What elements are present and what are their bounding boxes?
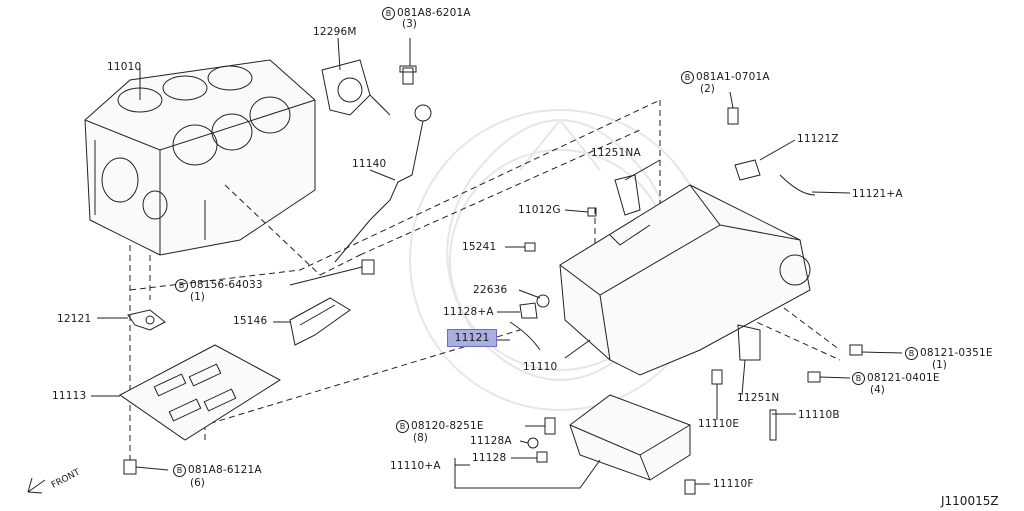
washer-22636-drawing — [536, 294, 550, 308]
label-11251n: 11251N — [737, 392, 780, 404]
qty-081a8-6201a: (3) — [402, 18, 417, 30]
bolt-marker-icon: B — [852, 372, 865, 385]
bolt-11110f-drawing — [684, 479, 696, 495]
bolt-bottom-left-drawing — [123, 459, 137, 475]
bolt-08121-0351e-drawing — [849, 344, 863, 356]
diagram-code: J110015Z — [941, 494, 999, 508]
highlighted-part-11121[interactable]: 11121 — [447, 329, 497, 347]
label-11121z: 11121Z — [797, 133, 839, 145]
bolt-08120-drawing — [544, 417, 556, 435]
bolt-marker-icon: B — [175, 279, 188, 292]
label-11110f: 11110F — [713, 478, 754, 490]
label-11128: 11128 — [472, 452, 507, 464]
label-12121: 12121 — [57, 313, 92, 325]
bolt-top-drawing — [399, 65, 417, 85]
label-081a8-6201a: 081A8-6201A — [397, 7, 471, 19]
label-11251na: 11251NA — [591, 147, 641, 159]
label-081a1-0701a: 081A1-0701A — [696, 71, 770, 83]
bolt-marker-icon: B — [396, 420, 409, 433]
label-11113: 11113 — [52, 390, 87, 402]
dipstick-drawing — [334, 104, 432, 263]
label-15241: 15241 — [462, 241, 497, 253]
part-15241-drawing — [524, 242, 536, 252]
oil-pan-upper-drawing — [559, 184, 811, 376]
plug-11128a-drawing — [519, 302, 538, 319]
bracket-12121-drawing — [127, 309, 166, 331]
washer-11128a-drawing — [527, 437, 539, 449]
qty-081a1-0701a: (2) — [700, 83, 715, 95]
sensor-11121z-drawing — [734, 159, 761, 181]
qty-08156-64033: (1) — [190, 291, 205, 303]
bolt-11110b-drawing — [769, 409, 777, 441]
bolt-marker-icon: B — [905, 347, 918, 360]
label-11110b: 11110B — [798, 409, 840, 421]
bolt-marker-icon: B — [382, 7, 395, 20]
bolt-11110e-drawing — [711, 369, 723, 385]
label-08121-0351e: 08121-0351E — [920, 347, 993, 359]
qty-081a8-6121a: (6) — [190, 477, 205, 489]
front-arrow-icon — [27, 477, 46, 494]
guide-lines — [129, 99, 841, 460]
label-11128a-top: 11128+A — [443, 306, 494, 318]
leader-lines — [91, 37, 903, 489]
bolt-08121-0401e-drawing — [807, 371, 821, 383]
label-08121-0401e: 08121-0401E — [867, 372, 940, 384]
plug-11128-drawing — [536, 451, 548, 463]
label-08120-8251e: 08120-8251E — [411, 420, 484, 432]
gasket-11251n-drawing — [737, 324, 761, 361]
under-cover-drawing — [119, 344, 281, 441]
rear-oil-seal-drawing — [321, 59, 391, 116]
label-22636: 22636 — [473, 284, 508, 296]
label-11110e: 11110E — [698, 418, 740, 430]
plug-11012g-drawing — [587, 207, 597, 217]
label-081a8-6121a: 081A8-6121A — [188, 464, 262, 476]
qty-08120-8251e: (8) — [413, 432, 428, 444]
label-11010: 11010 — [107, 61, 142, 73]
label-12296m: 12296M — [313, 26, 357, 38]
label-11110a: 11110+A — [390, 460, 441, 472]
qty-08121-0401e: (4) — [870, 384, 885, 396]
label-15146: 15146 — [233, 315, 268, 327]
bolt-081a1-drawing — [727, 107, 739, 125]
qty-08121-0351e: (1) — [932, 359, 947, 371]
cylinder-block-drawing — [84, 59, 316, 256]
label-11121a: 11121+A — [852, 188, 903, 200]
label-08156-64033: 08156-64033 — [190, 279, 263, 291]
wire-11121a-drawing — [779, 174, 816, 196]
label-11128a-bottom: 11128A — [470, 435, 512, 447]
oil-pan-lower-drawing — [569, 394, 691, 481]
bolt-marker-icon: B — [681, 71, 694, 84]
label-11012g: 11012G — [518, 204, 561, 216]
gasket-11251na-drawing — [614, 174, 641, 216]
label-11110: 11110 — [523, 361, 558, 373]
baffle-15146-drawing — [289, 297, 351, 346]
bolt-marker-icon: B — [173, 464, 186, 477]
bolt-08156-drawing — [361, 259, 375, 275]
label-11140: 11140 — [352, 158, 387, 170]
pipe-11121-drawing — [509, 321, 541, 351]
